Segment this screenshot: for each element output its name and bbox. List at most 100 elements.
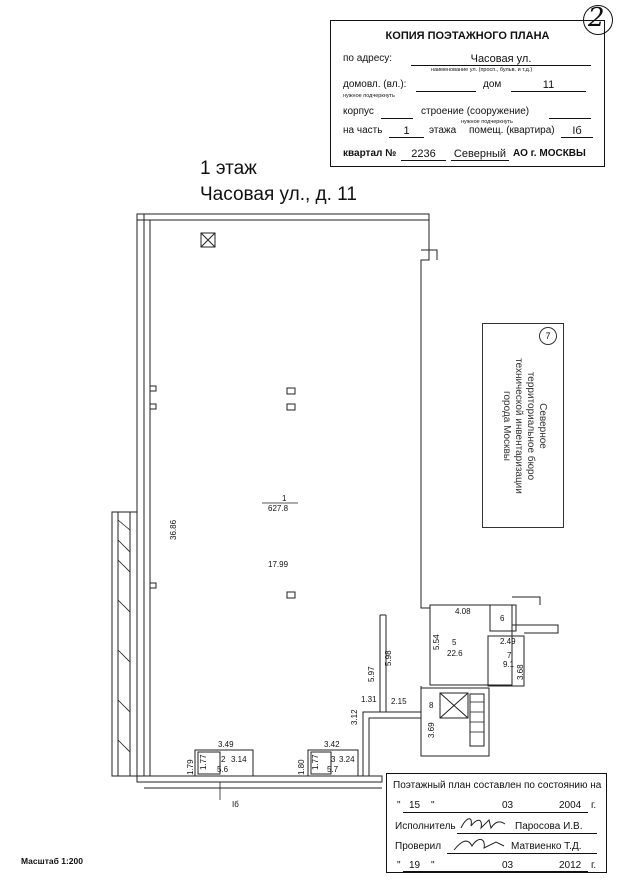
survey-line1: Поэтажный план составлен по состоянию на [393,780,602,791]
bti-stamp-line1: Северное [537,403,548,449]
room-6-number: 6 [500,614,505,623]
domovl-value [416,79,476,92]
corner-number: 2 [588,3,605,33]
column [286,591,296,599]
dim-length: 36.86 [169,519,178,540]
executor-name: Паросова И.В. [515,821,583,832]
house-label: дом [483,79,502,90]
check-year-suffix: г. [591,860,597,871]
room-5-length: 4.08 [455,607,471,616]
check-date-line [403,871,588,872]
left-stair [111,511,137,777]
address-title: Часовая ул., д. 11 [200,184,357,205]
bti-vertical-stamp: Северное территориальное бюро техническо… [482,323,564,528]
room-7-outline [487,635,525,687]
room-2-width: 3.49 [218,740,234,749]
okrug-value: Северный [451,148,509,161]
bti-stamp-line4: города Москвы [501,391,512,461]
kvartal-label: квартал № [343,148,397,159]
room-1-number: 1 [282,494,287,503]
room-5-height: 5.54 [432,634,441,650]
room-6-outline [489,604,517,632]
column [286,403,296,411]
room-3-side: 1.77 [311,754,320,770]
floor-title: 1 этаж [200,158,257,179]
stair-block [420,687,490,757]
korpus-label: корпус [343,106,374,117]
room-3-number: 3 [331,755,336,764]
room-7-number: 7 [507,651,512,660]
street-hint: наименование ул. (просп., бульв. и т.д.) [431,67,533,73]
dim-597: 5.97 [367,666,376,682]
executor-line [457,833,597,834]
executor-label: Исполнитель [395,821,456,832]
room-8-height: 3.69 [427,722,436,738]
bti-stamp-line2: территориальное бюро [525,371,536,481]
survey-info-box: Поэтажный план составлен по состоянию на… [386,773,607,873]
room-2-side: 1.77 [199,754,208,770]
dim-179: 1.79 [186,759,195,775]
quote-1: " [397,800,401,811]
room-1-area: 627.8 [268,504,289,513]
room-2-area: 5.6 [217,765,229,774]
dim-215: 2.15 [391,697,407,706]
wall-top [136,213,430,221]
survey-year: 2004 [559,800,582,811]
need-hint-2: нужное подчеркнуть [461,119,513,125]
quote-3: " [397,860,401,871]
survey-day: 15 [409,800,421,811]
wall-right [420,214,430,609]
room-3-area: 5.7 [327,765,339,774]
room-3-width: 3.42 [324,740,340,749]
check-day: 19 [409,860,421,871]
room-label: помещ. (квартира) [469,125,555,136]
room-2-number: 2 [221,755,226,764]
elevator-box [439,692,469,719]
survey-year-suffix: г. [591,800,597,811]
part-label: на часть [343,125,383,136]
room-5-number: 5 [452,638,457,647]
bti-stamp-text: Северное территориальное бюро техническо… [500,331,548,521]
checker-line [447,853,597,854]
dim-312: 3.12 [350,709,359,725]
checker-name: Матвиенко Т.Д. [511,841,582,852]
stamp-title: КОПИЯ ПОЭТАЖНОГО ПЛАНА [385,30,550,42]
house-value: 11 [511,79,586,92]
room-5-area: 22.6 [447,649,463,658]
dim-180: 1.80 [297,759,306,775]
survey-date-line [403,812,588,813]
quote-2: " [431,800,435,811]
checked-label: Проверил [395,841,442,852]
stroenie-value [549,106,591,119]
floor-value: 1 [389,125,424,138]
survey-month: 03 [502,800,514,811]
dim-width: 17.99 [268,560,289,569]
checker-signature [453,839,505,851]
stroenie-label: строение (сооружение) [421,106,530,117]
room-3-outline [307,749,359,777]
wall-bottom [136,775,383,783]
vent-box [200,232,216,248]
room-2-height: 3.14 [231,755,247,764]
room-8-number: 8 [429,701,434,710]
room-2-outline [194,749,254,777]
korpus-value [381,106,413,119]
column [286,387,296,395]
city-label: АО г. МОСКВЫ [513,148,586,159]
quote-4: " [431,860,435,871]
domovl-label: домовл. (вл.): [343,79,407,90]
need-hint-1: нужное подчеркнуть [343,93,395,99]
unit-label: Iб [232,800,239,809]
address-label: по адресу: [343,53,393,64]
dim-131: 1.31 [361,695,377,704]
room-7-width: 2.49 [500,637,516,646]
kvartal-value: 2236 [401,148,446,161]
copy-stamp-box: КОПИЯ ПОЭТАЖНОГО ПЛАНА по адресу: Часова… [330,20,605,167]
bti-stamp-line3: технической инвентаризации [513,358,524,494]
room-7-height: 3.68 [516,664,525,680]
room-3-height: 3.24 [339,755,355,764]
dim-598: 5.98 [384,650,393,666]
street-value: Часовая ул. [411,53,591,66]
room-7-area: 9.1 [503,660,515,669]
